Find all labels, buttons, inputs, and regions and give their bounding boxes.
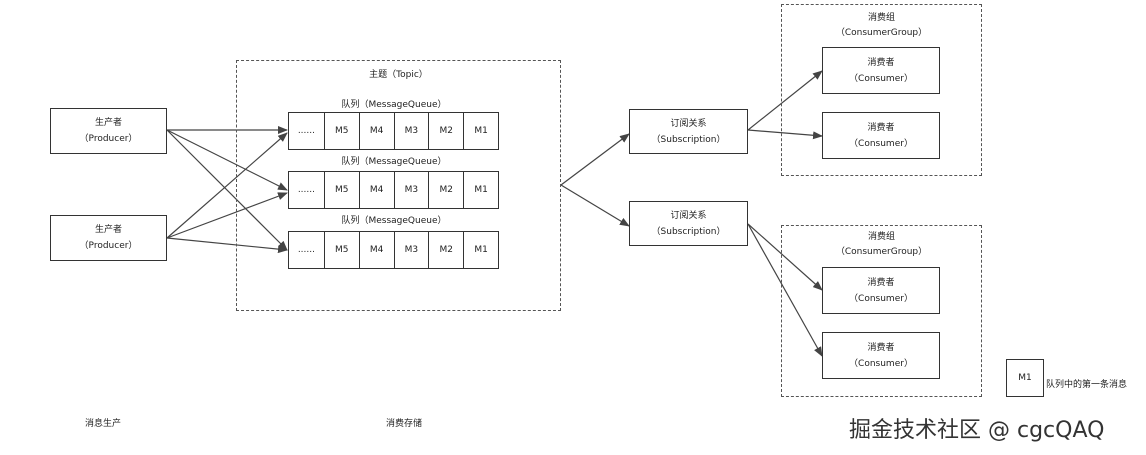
- queue-3-cell-m5: M5: [323, 232, 359, 268]
- subscription-2-title: 订阅关系: [670, 210, 707, 221]
- queue-2-cell-ellipsis: ......: [297, 185, 315, 195]
- queue-2-cell-m4: M4: [358, 172, 394, 208]
- arrow-producer2-queue2: [166, 192, 288, 239]
- consumer-box-3: 消费者 （Consumer）: [822, 267, 940, 314]
- watermark-text: 掘金技术社区 @ cgcQAQ: [849, 418, 1105, 443]
- consumer-1-title: 消费者: [867, 57, 895, 68]
- queue-3: ...... M5 M4 M3 M2 M1: [288, 231, 499, 269]
- producer-1-title: 生产者: [94, 118, 122, 128]
- queue-2-cell-m3: M3: [393, 172, 429, 208]
- queue-1-label: 队列（MessageQueue）: [341, 100, 447, 110]
- queue-2-cell-m5: M5: [323, 172, 359, 208]
- consumer-3-title: 消费者: [867, 277, 895, 288]
- consumer-2-title: 消费者: [867, 122, 895, 133]
- queue-3-cell-m4: M4: [358, 232, 394, 268]
- queue-2-cell-m1: M1: [463, 172, 498, 208]
- queue-1-cell-m3: M3: [393, 113, 429, 149]
- consumer-group-2-subtitle: （ConsumerGroup）: [835, 247, 928, 257]
- arrow-sub1-consumer1: [747, 70, 823, 131]
- producer-box-1: 生产者 （Producer）: [50, 108, 167, 154]
- queue-1-cell-ellipsis: ......: [297, 126, 315, 136]
- subscription-1-subtitle: （Subscription）: [651, 134, 726, 145]
- consumer-2-subtitle: （Consumer）: [849, 138, 913, 149]
- arrow-producer1-queue2: [166, 129, 288, 191]
- queue-2: ...... M5 M4 M3 M2 M1: [288, 171, 499, 209]
- legend-text: 队列中的第一条消息: [1046, 380, 1128, 390]
- subscription-1-title: 订阅关系: [670, 118, 707, 129]
- arrow-producer2-queue3: [166, 237, 288, 254]
- consumer-group-1-subtitle: （ConsumerGroup）: [835, 28, 928, 38]
- queue-2-label: 队列（MessageQueue）: [341, 157, 447, 167]
- consumer-box-1: 消费者 （Consumer）: [822, 47, 940, 94]
- arrow-sub1-consumer2: [747, 129, 823, 140]
- consumer-4-title: 消费者: [867, 342, 895, 353]
- consumer-1-subtitle: （Consumer）: [849, 73, 913, 84]
- queue-3-cell-m3: M3: [393, 232, 429, 268]
- arrow-topic-subscription1: [560, 133, 630, 186]
- topic-title: 主题（Topic）: [369, 70, 428, 80]
- consumer-group-1-title: 消费组: [867, 13, 895, 23]
- consumer-4-subtitle: （Consumer）: [849, 358, 913, 369]
- consumer-group-2: [781, 225, 982, 397]
- consumer-group-2-title: 消费组: [867, 232, 895, 242]
- queue-3-cell-ellipsis: ......: [297, 245, 315, 255]
- topic-container: [236, 60, 561, 311]
- arrow-topic-subscription2: [560, 184, 630, 227]
- producer-2-subtitle: （Producer）: [79, 241, 138, 251]
- arrow-sub2-consumer3: [747, 223, 823, 291]
- consumer-group-1: [781, 4, 982, 176]
- queue-1-cell-m1: M1: [463, 113, 498, 149]
- arrow-producer1-queue3: [166, 129, 288, 251]
- subscription-box-1: 订阅关系 （Subscription）: [629, 109, 748, 154]
- queue-1-cell-m4: M4: [358, 113, 394, 149]
- subscription-2-subtitle: （Subscription）: [651, 226, 726, 237]
- consumer-3-subtitle: （Consumer）: [849, 293, 913, 304]
- queue-3-cell-m2: M2: [428, 232, 463, 268]
- footer-store-label: 消费存储: [386, 419, 423, 429]
- consumer-box-2: 消费者 （Consumer）: [822, 112, 940, 159]
- queue-1-cell-m5: M5: [323, 113, 359, 149]
- subscription-box-2: 订阅关系 （Subscription）: [629, 201, 748, 246]
- consumer-box-4: 消费者 （Consumer）: [822, 332, 940, 379]
- arrow-sub2-consumer4: [747, 223, 823, 357]
- footer-produce-label: 消息生产: [85, 419, 122, 429]
- legend-cell: M1: [1006, 359, 1044, 397]
- producer-box-2: 生产者 （Producer）: [50, 215, 167, 261]
- arrow-producer2-queue1: [166, 132, 288, 239]
- producer-1-subtitle: （Producer）: [79, 134, 138, 144]
- producer-2-title: 生产者: [94, 225, 122, 235]
- queue-2-cell-m2: M2: [428, 172, 463, 208]
- queue-1: ...... M5 M4 M3 M2 M1: [288, 112, 499, 150]
- queue-3-cell-m1: M1: [463, 232, 498, 268]
- queue-1-cell-m2: M2: [428, 113, 463, 149]
- queue-3-label: 队列（MessageQueue）: [341, 216, 447, 226]
